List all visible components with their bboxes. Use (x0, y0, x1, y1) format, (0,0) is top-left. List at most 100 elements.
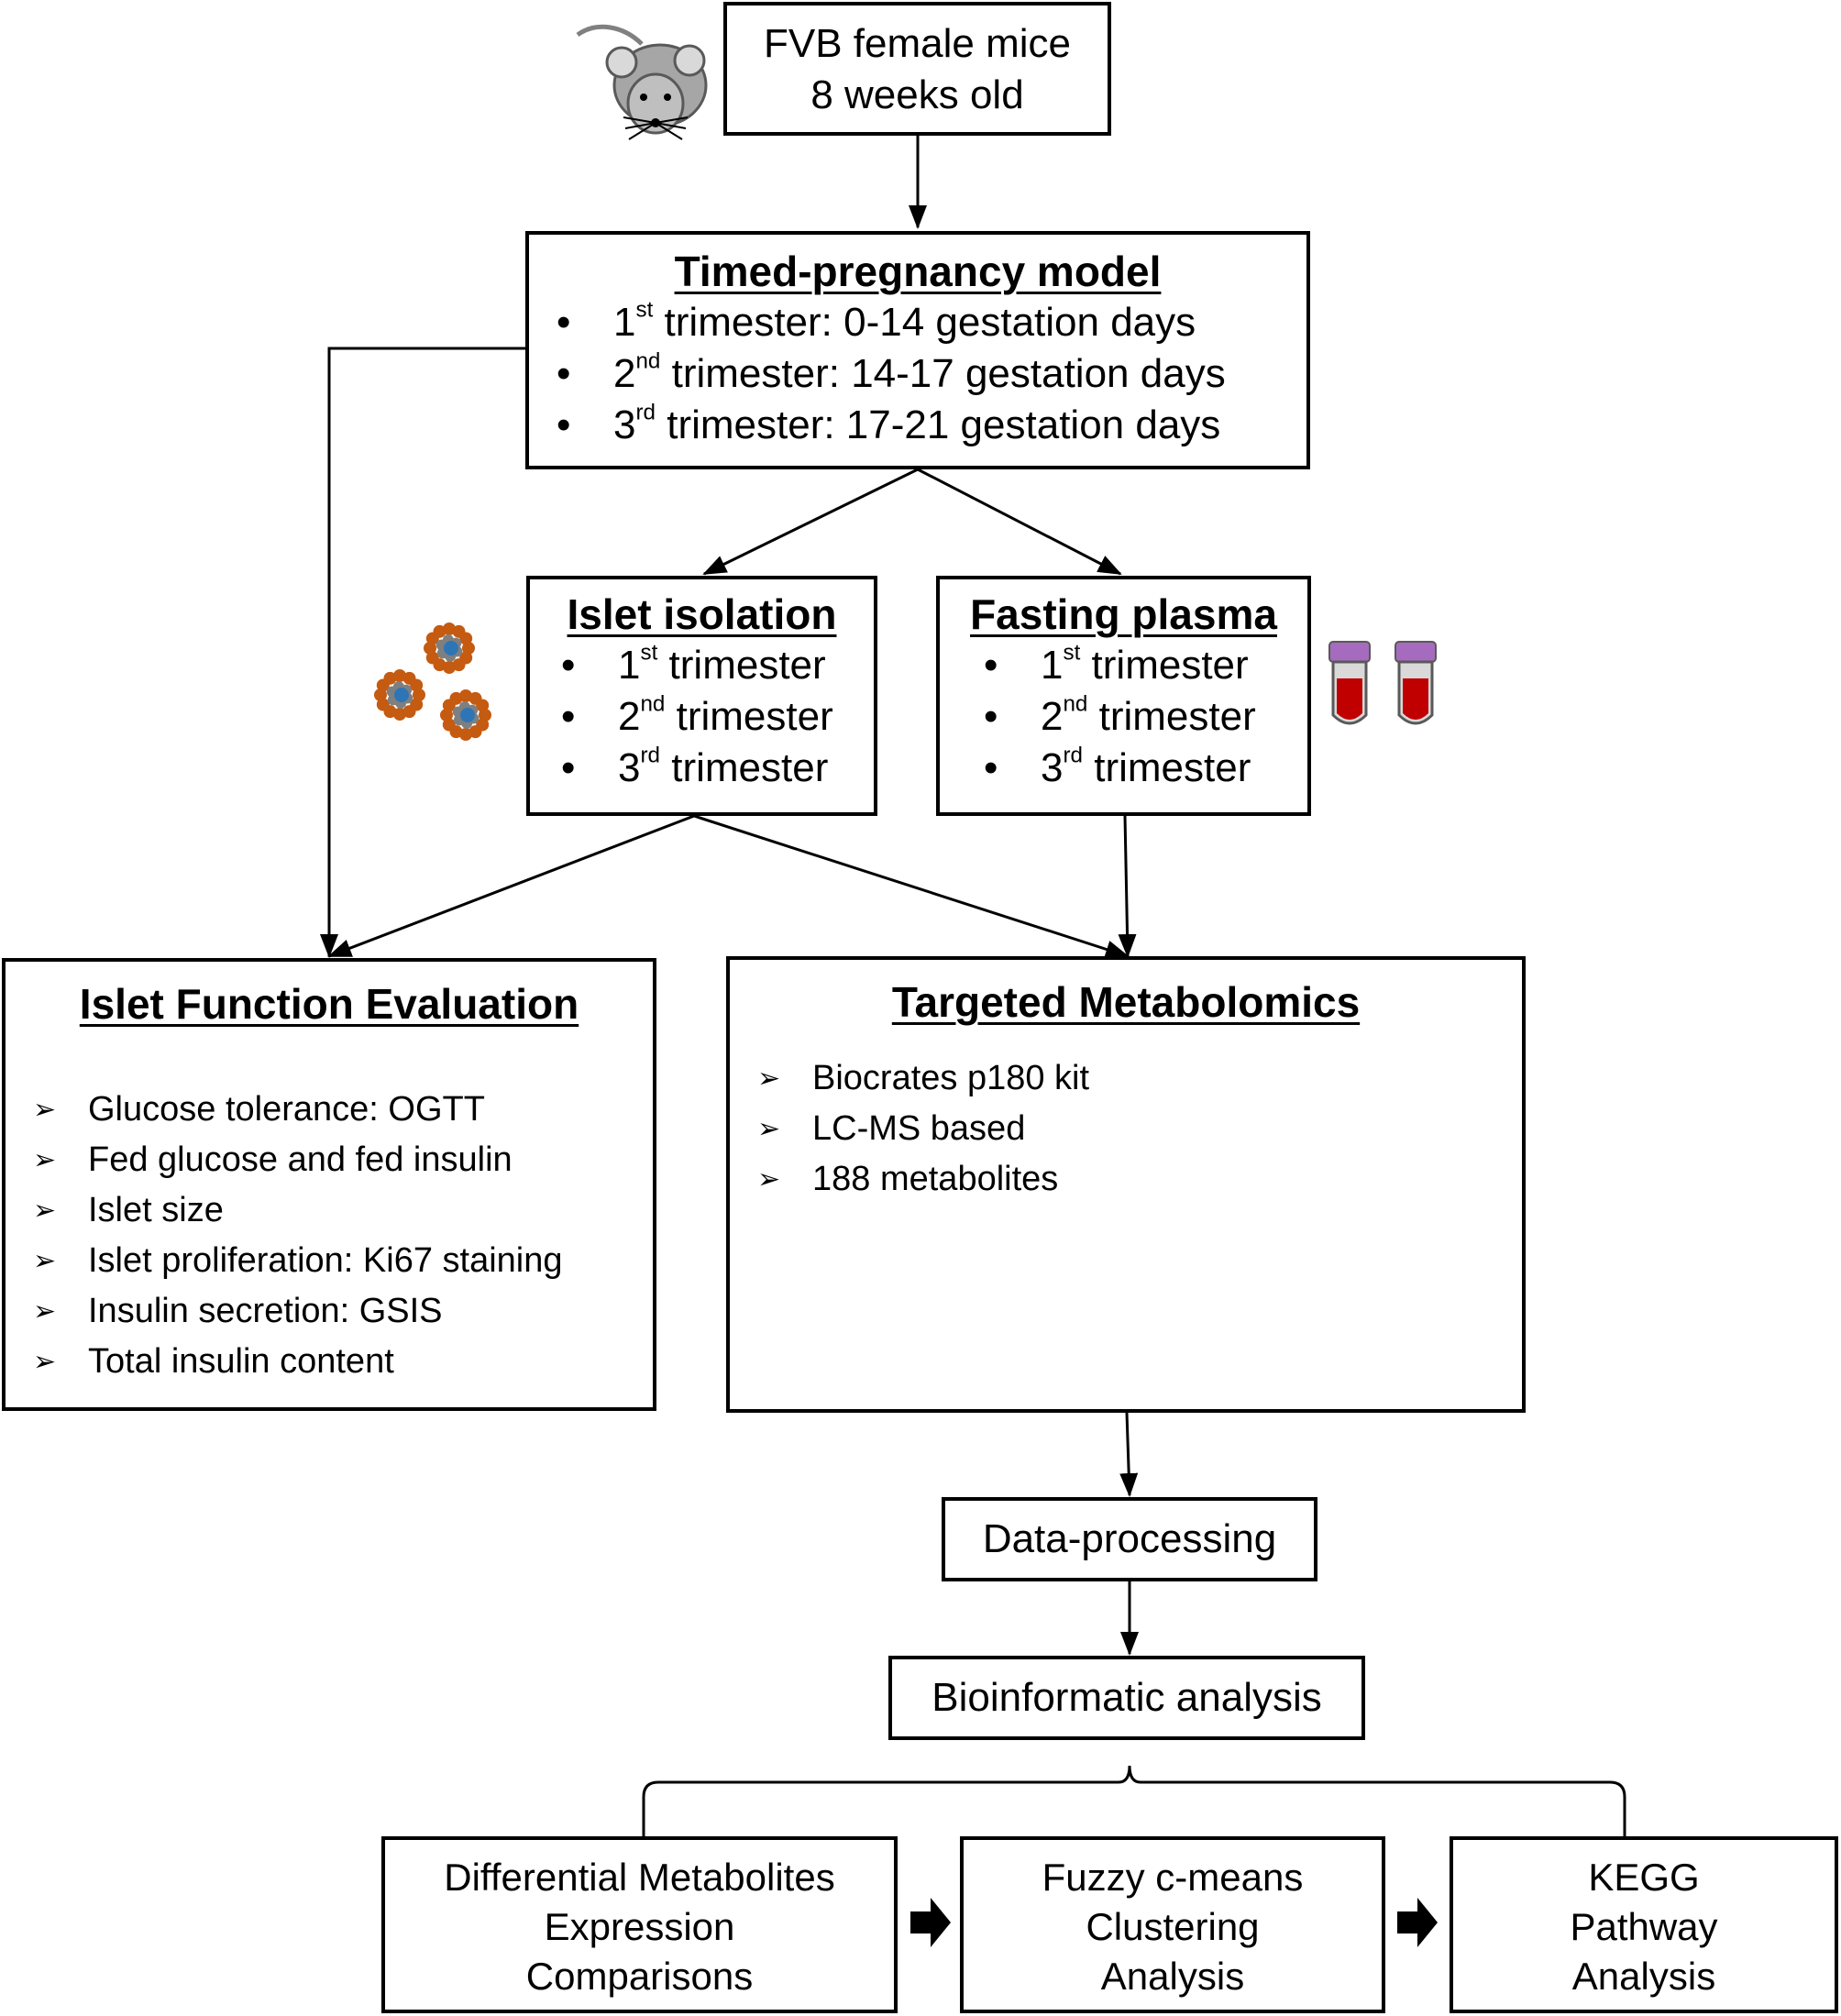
arrow-timed-to-islet-function (320, 347, 525, 958)
timed-item: •3rd trimester: 17-21 gestation days (557, 400, 1306, 451)
dme-line3: Comparisons (525, 1955, 754, 1998)
islet-cell (425, 651, 439, 665)
islet-core (460, 708, 475, 722)
arrow-bullet-icon: ➢ (33, 1145, 57, 1175)
islet-function-item: ➢Total insulin content (33, 1337, 653, 1387)
arrow-bullet-icon: ➢ (33, 1195, 57, 1226)
islet-cluster-icon (374, 622, 491, 741)
bullet-icon: • (557, 402, 571, 447)
blood-tube-icon (1395, 641, 1437, 725)
islet-cell (476, 699, 490, 712)
bullet-icon: • (984, 745, 998, 790)
blood-tube-icon (1328, 641, 1371, 725)
islet-function-item: ➢Insulin secretion: GSIS (33, 1286, 653, 1337)
bullet-icon: • (984, 694, 998, 739)
metabolomics-item: ➢LC-MS based (757, 1104, 1142, 1154)
bullet-icon: • (561, 643, 576, 688)
islet-function-item: ➢Glucose tolerance: OGTT (33, 1085, 653, 1135)
metabolomics-box: Targeted Metabolomics ➢Biocrates p180 ki… (726, 956, 1526, 1413)
fuzzy-line1: Fuzzy c-means (1042, 1856, 1304, 1899)
islet-cell (449, 691, 463, 705)
islet-function-box: Islet Function Evaluation ➢Glucose toler… (2, 958, 656, 1411)
islet-cell (413, 689, 425, 701)
islet-isolation-box: Islet isolation •1st trimester•2nd trime… (526, 576, 877, 816)
islet-isolation-item: •3rd trimester (561, 743, 874, 794)
start-box: FVB female mice 8 weeks old (723, 2, 1111, 136)
timed-pregnancy-box: Timed-pregnancy model •1st trimester: 0-… (525, 231, 1310, 469)
islet-core (444, 641, 458, 655)
data-processing-label: Data-processing (982, 1516, 1277, 1561)
islet-function-title: Islet Function Evaluation (79, 980, 579, 1028)
islet-cell (452, 658, 466, 672)
islet-cell (410, 678, 424, 692)
fuzzy-line3: Analysis (1100, 1955, 1245, 1998)
arrow-bullet-icon: ➢ (33, 1296, 57, 1327)
timed-list: •1st trimester: 0-14 gestation days•2nd … (557, 297, 1306, 451)
data-processing-box: Data-processing (942, 1497, 1317, 1581)
timed-title: Timed-pregnancy model (674, 248, 1162, 295)
arrow-fasting-to-metabolomics (1118, 815, 1137, 958)
arrow-bullet-icon: ➢ (757, 1164, 781, 1195)
islet-cell (462, 642, 475, 655)
islet-function-item: ➢Fed glucose and fed insulin (33, 1135, 653, 1185)
islet-cell (393, 708, 406, 721)
bullet-icon: • (557, 351, 571, 396)
arrow-bullet-icon: ➢ (33, 1246, 57, 1276)
islet-core (394, 688, 409, 702)
islet-cell (443, 661, 456, 674)
islet-cell (374, 689, 387, 701)
islet-cell (469, 725, 482, 739)
kegg-line1: KEGG (1588, 1856, 1700, 1899)
kegg-line2: Pathway (1570, 1905, 1718, 1948)
fasting-plasma-box: Fasting plasma •1st trimester•2nd trimes… (936, 576, 1311, 816)
islet-cell (459, 632, 473, 645)
arrow-bullet-icon: ➢ (33, 1347, 57, 1377)
islet-cell (442, 718, 456, 732)
islet-cell (402, 705, 416, 719)
arrow-timed-to-fasting-plasma (917, 468, 1122, 576)
start-line1: FVB female mice (764, 21, 1071, 66)
arrow-bullet-icon: ➢ (757, 1114, 781, 1144)
islet-cell (393, 669, 406, 682)
islet-function-list: ➢Glucose tolerance: OGTT➢Fed glucose and… (33, 1085, 653, 1387)
fuzzy-line2: Clustering (1086, 1905, 1260, 1948)
fuzzy-cmeans-box: Fuzzy c-means Clustering Analysis (960, 1836, 1385, 2013)
bioinformatic-label: Bioinformatic analysis (932, 1675, 1322, 1720)
block-arrow-2 (1397, 1898, 1438, 1947)
bullet-icon: • (561, 694, 576, 739)
arrow-bullet-icon: ➢ (757, 1063, 781, 1094)
islet-cell (479, 709, 491, 722)
islet-cell (459, 689, 472, 702)
bracket-bioinformatic (642, 1765, 1626, 1836)
islet-isolation-item: •2nd trimester (561, 691, 874, 743)
start-line2: 8 weeks old (810, 72, 1024, 117)
bullet-icon: • (557, 300, 571, 345)
metabolomics-title: Targeted Metabolomics (891, 978, 1361, 1026)
islet-isolation-item: •1st trimester (561, 640, 874, 691)
kegg-line3: Analysis (1571, 1955, 1716, 1998)
arrow-timed-to-islet-isolation (702, 468, 919, 576)
block-arrow-1 (910, 1898, 951, 1947)
arrow-islet-isolation-to-function (327, 814, 695, 958)
islet-cell (383, 671, 397, 685)
fasting-plasma-item: •1st trimester (984, 640, 1307, 691)
bioinformatic-box: Bioinformatic analysis (888, 1656, 1365, 1740)
islet-cell (376, 698, 390, 711)
islet-cell (440, 709, 453, 722)
mouse-icon (576, 24, 708, 140)
islet-cell (433, 624, 446, 638)
fasting-plasma-list: •1st trimester•2nd trimester•3rd trimest… (984, 640, 1307, 794)
islet-isolation-title: Islet isolation (567, 590, 837, 638)
arrow-bullet-icon: ➢ (33, 1095, 57, 1125)
islet-cell (443, 622, 456, 635)
islet-function-item: ➢Islet proliferation: Ki67 staining (33, 1236, 653, 1286)
arrow-metabolomics-to-data (1119, 1412, 1139, 1497)
metabolomics-item: ➢Biocrates p180 kit (757, 1053, 1142, 1104)
timed-item: •1st trimester: 0-14 gestation days (557, 297, 1306, 348)
differential-metabolites-box: Differential Metabolites Expression Comp… (381, 1836, 898, 2013)
islet-cell (459, 728, 472, 741)
fasting-plasma-item: •3rd trimester (984, 743, 1307, 794)
dme-line2: Expression (544, 1905, 735, 1948)
fasting-plasma-item: •2nd trimester (984, 691, 1307, 743)
bullet-icon: • (561, 745, 576, 790)
